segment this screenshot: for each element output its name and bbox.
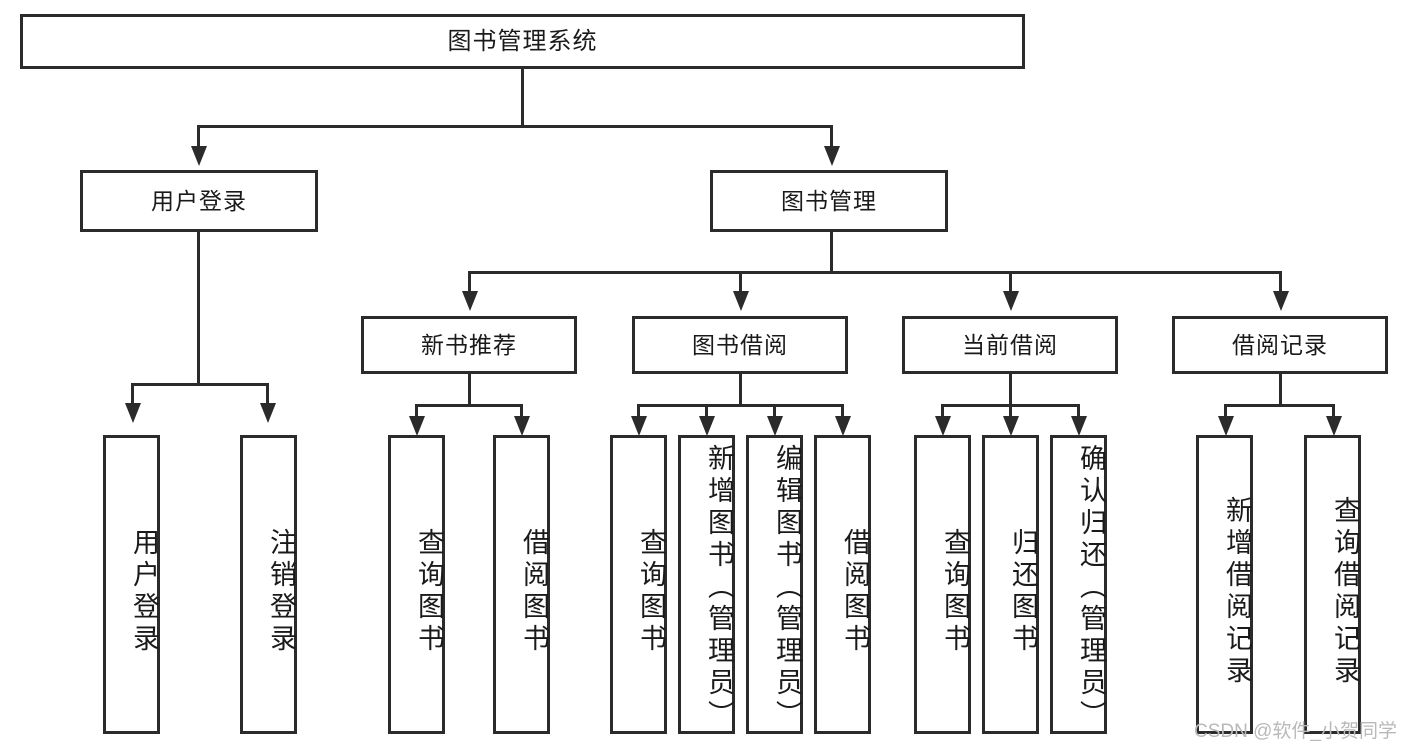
connector-borrow-record-bus bbox=[1224, 404, 1335, 407]
connector-new-book-stem bbox=[468, 374, 471, 406]
connector-borrow-record-drop-2 bbox=[1332, 404, 1335, 422]
arrowhead-borrow-record-1 bbox=[1218, 416, 1234, 436]
node-book-management[interactable]: 图书管理 bbox=[710, 170, 948, 232]
connector-borrow-record-stem bbox=[1279, 374, 1282, 406]
connector-level2-drop-2 bbox=[830, 125, 833, 148]
connector-current-borrow-drop-3 bbox=[1077, 404, 1080, 422]
connector-book-borrow-stem bbox=[739, 374, 742, 406]
connector-user-login-stem bbox=[197, 232, 200, 383]
connector-book-management-stem bbox=[830, 232, 833, 273]
connector-new-book-drop-1 bbox=[415, 404, 418, 422]
leaf-book-borrow-edit-book-admin[interactable]: 编辑图书（管理员） bbox=[746, 435, 803, 734]
arrowhead-current-borrow-1 bbox=[935, 416, 951, 436]
connector-book-borrow-drop-1 bbox=[637, 404, 640, 422]
leaf-borrow-record-add-record[interactable]: 新增借阅记录 bbox=[1196, 435, 1253, 734]
arrowhead-user-login-1 bbox=[125, 403, 141, 423]
connector-current-borrow-drop-1 bbox=[941, 404, 944, 422]
connector-current-borrow-stem bbox=[1009, 374, 1012, 406]
connector-user-login-drop-1 bbox=[131, 383, 134, 405]
connector-user-login-bus bbox=[131, 383, 266, 386]
connector-book-borrow-drop-4 bbox=[841, 404, 844, 422]
arrowhead-current-borrow-3 bbox=[1071, 416, 1087, 436]
leaf-book-borrow-add-book-admin[interactable]: 新增图书（管理员） bbox=[678, 435, 735, 734]
connector-root-stem bbox=[521, 69, 524, 125]
node-book-borrow[interactable]: 图书借阅 bbox=[632, 316, 848, 374]
arrowhead-level3-1 bbox=[462, 291, 478, 311]
arrowhead-new-book-2 bbox=[514, 416, 530, 436]
node-root-library-management-system[interactable]: 图书管理系统 bbox=[20, 14, 1025, 69]
arrowhead-level2-1 bbox=[191, 146, 207, 166]
leaf-new-book-borrow-book[interactable]: 借阅图书 bbox=[493, 435, 550, 734]
leaf-book-borrow-borrow-book[interactable]: 借阅图书 bbox=[814, 435, 871, 734]
connector-level3-drop-3 bbox=[1009, 271, 1012, 293]
node-user-login[interactable]: 用户登录 bbox=[80, 170, 318, 232]
node-current-borrow[interactable]: 当前借阅 bbox=[902, 316, 1118, 374]
leaf-current-borrow-confirm-return-admin[interactable]: 确认归还（管理员） bbox=[1050, 435, 1107, 734]
leaf-logout[interactable]: 注销登录 bbox=[240, 435, 297, 734]
arrowhead-level3-2 bbox=[733, 291, 749, 311]
leaf-borrow-record-query-record[interactable]: 查询借阅记录 bbox=[1304, 435, 1361, 734]
connector-book-borrow-bus bbox=[637, 404, 843, 407]
connector-level3-drop-4 bbox=[1279, 271, 1282, 293]
leaf-new-book-query-book[interactable]: 查询图书 bbox=[388, 435, 445, 734]
arrowhead-level2-2 bbox=[824, 146, 840, 166]
arrowhead-book-borrow-4 bbox=[835, 416, 851, 436]
connector-new-book-drop-2 bbox=[520, 404, 523, 422]
connector-level3-drop-2 bbox=[739, 271, 742, 293]
connector-level3-drop-1 bbox=[468, 271, 471, 293]
connector-book-borrow-drop-2 bbox=[705, 404, 708, 422]
leaf-current-borrow-query-book[interactable]: 查询图书 bbox=[914, 435, 971, 734]
arrowhead-book-borrow-2 bbox=[699, 416, 715, 436]
arrowhead-level3-4 bbox=[1273, 291, 1289, 311]
node-new-book-recommend[interactable]: 新书推荐 bbox=[361, 316, 577, 374]
arrowhead-new-book-1 bbox=[409, 416, 425, 436]
arrowhead-book-borrow-3 bbox=[767, 416, 783, 436]
connector-current-borrow-drop-2 bbox=[1009, 404, 1012, 422]
arrowhead-borrow-record-2 bbox=[1326, 416, 1342, 436]
leaf-book-borrow-query-book[interactable]: 查询图书 bbox=[610, 435, 667, 734]
arrowhead-current-borrow-2 bbox=[1003, 416, 1019, 436]
connector-level2-drop-1 bbox=[197, 125, 200, 148]
csdn-watermark: CSDN @软件_小贺同学 bbox=[1194, 721, 1397, 742]
connector-level2-bus bbox=[197, 125, 833, 128]
connector-book-borrow-drop-3 bbox=[773, 404, 776, 422]
connector-user-login-drop-2 bbox=[266, 383, 269, 405]
connector-new-book-bus bbox=[415, 404, 523, 407]
connector-level3-bus bbox=[468, 271, 1282, 274]
connector-borrow-record-drop-1 bbox=[1224, 404, 1227, 422]
arrowhead-user-login-2 bbox=[260, 403, 276, 423]
arrowhead-level3-3 bbox=[1003, 291, 1019, 311]
node-borrow-record[interactable]: 借阅记录 bbox=[1172, 316, 1388, 374]
arrowhead-book-borrow-1 bbox=[631, 416, 647, 436]
leaf-current-borrow-return-book[interactable]: 归还图书 bbox=[982, 435, 1039, 734]
leaf-user-login[interactable]: 用户登录 bbox=[103, 435, 160, 734]
